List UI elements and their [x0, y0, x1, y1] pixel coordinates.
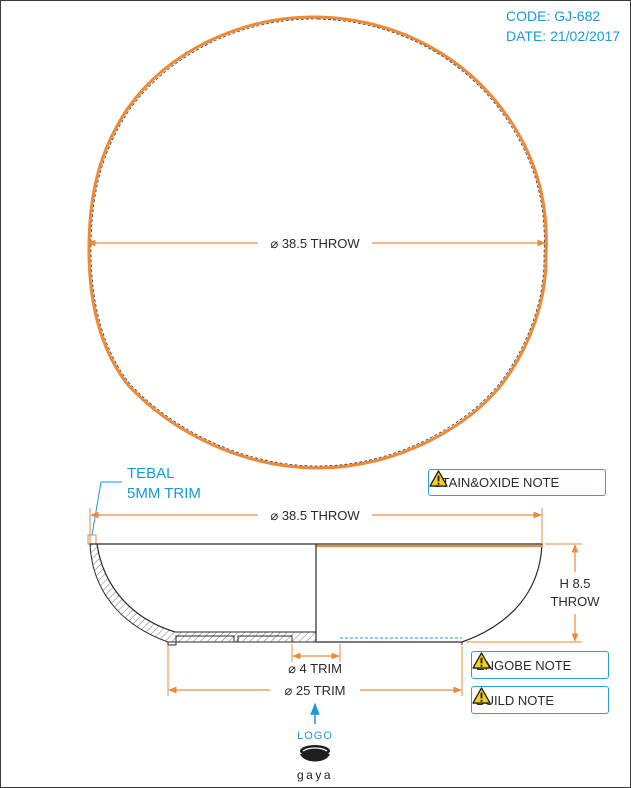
logo-label: LOGO	[297, 730, 333, 742]
height-label-line2: THROW	[550, 594, 600, 609]
bowl-section-hatch	[89, 543, 317, 643]
wall-note-target	[87, 534, 97, 545]
top-view-outline	[87, 15, 548, 470]
foot-outer-label: ⌀ 25 TRIM	[284, 683, 345, 698]
foot-ring-left	[167, 635, 293, 646]
top-diameter-label: ⌀ 38.5 THROW	[270, 236, 360, 251]
warning-icon	[472, 687, 491, 704]
bowl-outer-profile-right	[316, 543, 543, 643]
code-label: CODE: GJ-682	[506, 8, 600, 24]
warning-icon	[429, 470, 448, 487]
date-label: DATE: 21/02/2017	[506, 28, 620, 44]
height-label-line1: H 8.5	[559, 576, 590, 591]
gaya-logo-mark	[300, 745, 330, 762]
top-view-inner-outline	[90, 18, 545, 467]
gaya-logo-text: gaya	[297, 768, 333, 782]
engobe-note-button[interactable]: ENGOBE NOTE	[471, 651, 609, 679]
stain-oxide-note-button[interactable]: STAIN&OXIDE NOTE	[428, 469, 606, 496]
foot-inner-label: ⌀ 4 TRIM	[288, 661, 342, 676]
wall-note-line2: 5MM TRIM	[127, 485, 201, 502]
build-note-label: BUILD NOTE	[476, 692, 555, 708]
wall-note-leader	[91, 481, 122, 536]
build-note-button[interactable]: BUILD NOTE	[471, 686, 609, 714]
warning-icon	[472, 652, 491, 669]
engobe-note-label: ENGOBE NOTE	[476, 657, 572, 673]
side-diameter-label: ⌀ 38.5 THROW	[270, 508, 360, 523]
bowl-inner-profile	[96, 543, 316, 633]
wall-note-line1: TEBAL	[127, 465, 175, 482]
stain-oxide-note-label: STAIN&OXIDE NOTE	[433, 475, 560, 490]
